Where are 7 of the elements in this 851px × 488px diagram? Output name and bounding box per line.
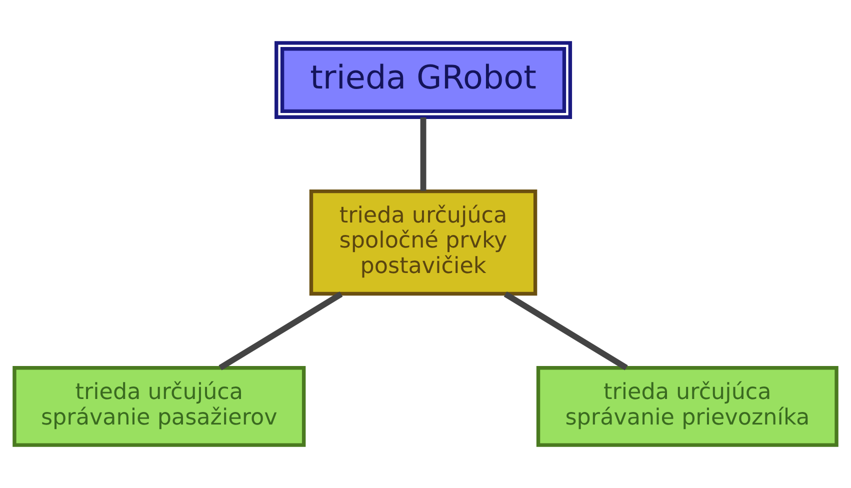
node-box: trieda určujúca správanie pasažierov <box>12 366 306 447</box>
connector <box>504 292 628 370</box>
connector <box>420 117 426 191</box>
node-box: trieda určujúca správanie prievozníka <box>536 366 838 447</box>
connector <box>218 292 343 370</box>
node-box: trieda určujúca spoločné prvky postavičiek <box>309 189 538 296</box>
node-box: trieda GRobot <box>274 41 572 119</box>
